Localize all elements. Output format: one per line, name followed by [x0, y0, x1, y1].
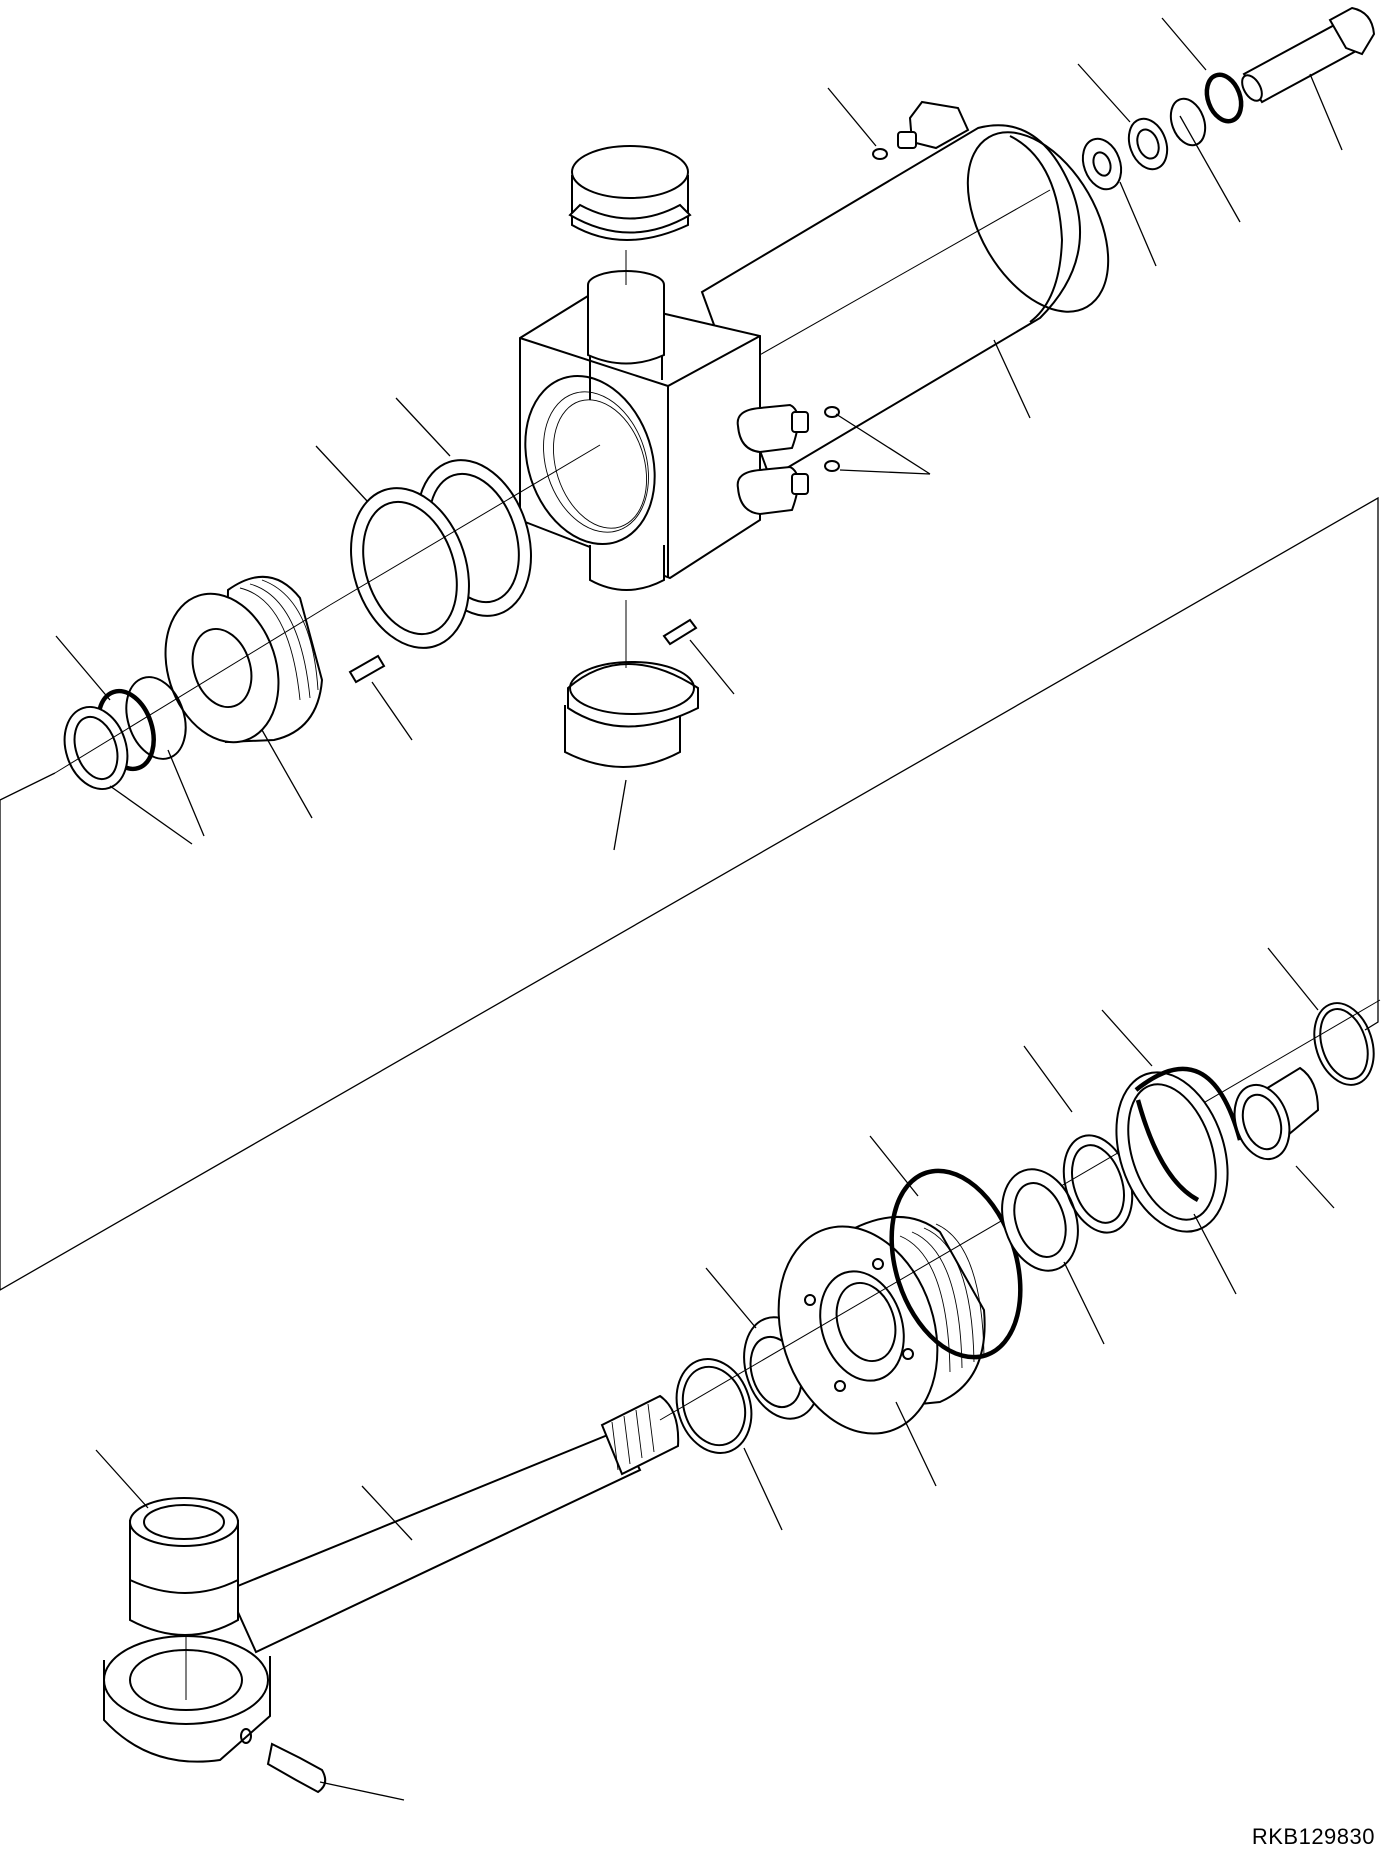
rod-eye-bushing [129, 1497, 239, 1700]
set-screw-lower [348, 654, 386, 684]
cushion-ring-lower [1233, 1066, 1320, 1161]
lower-bushing [564, 545, 699, 768]
backup-ring-left [125, 676, 187, 760]
pin-top [1241, 6, 1376, 104]
o-ring-pin [1204, 72, 1244, 124]
elbow-fitting-upper [736, 403, 809, 454]
rod-eye [103, 1635, 271, 1763]
cylinder-head-block [519, 270, 761, 580]
callout-leaders [55, 17, 1343, 1801]
piston-rod [226, 1394, 680, 1654]
grease-fitting [266, 1742, 327, 1794]
stop-ring-lower [1313, 1002, 1375, 1086]
piston-upper [164, 575, 324, 744]
assembly-link-frame [0, 496, 1379, 1291]
o-ring-top [872, 148, 888, 160]
snap-ring-lower [675, 1358, 753, 1454]
upper-bushing [568, 145, 692, 285]
o-ring-arc-lower [1134, 1066, 1243, 1202]
elbow-fitting-top [897, 100, 970, 150]
drawing-code: RKB129830 [1251, 1824, 1375, 1849]
packing-top [1127, 117, 1169, 171]
backup-ring-top [1169, 97, 1207, 147]
elbow-fitting-lower [736, 465, 809, 516]
dust-seal-top [1081, 137, 1123, 191]
o-ring-small-a [824, 406, 840, 418]
piston-seal-lower [1115, 1071, 1229, 1233]
set-screw-upper [662, 618, 698, 646]
o-ring-small-b [824, 460, 840, 472]
